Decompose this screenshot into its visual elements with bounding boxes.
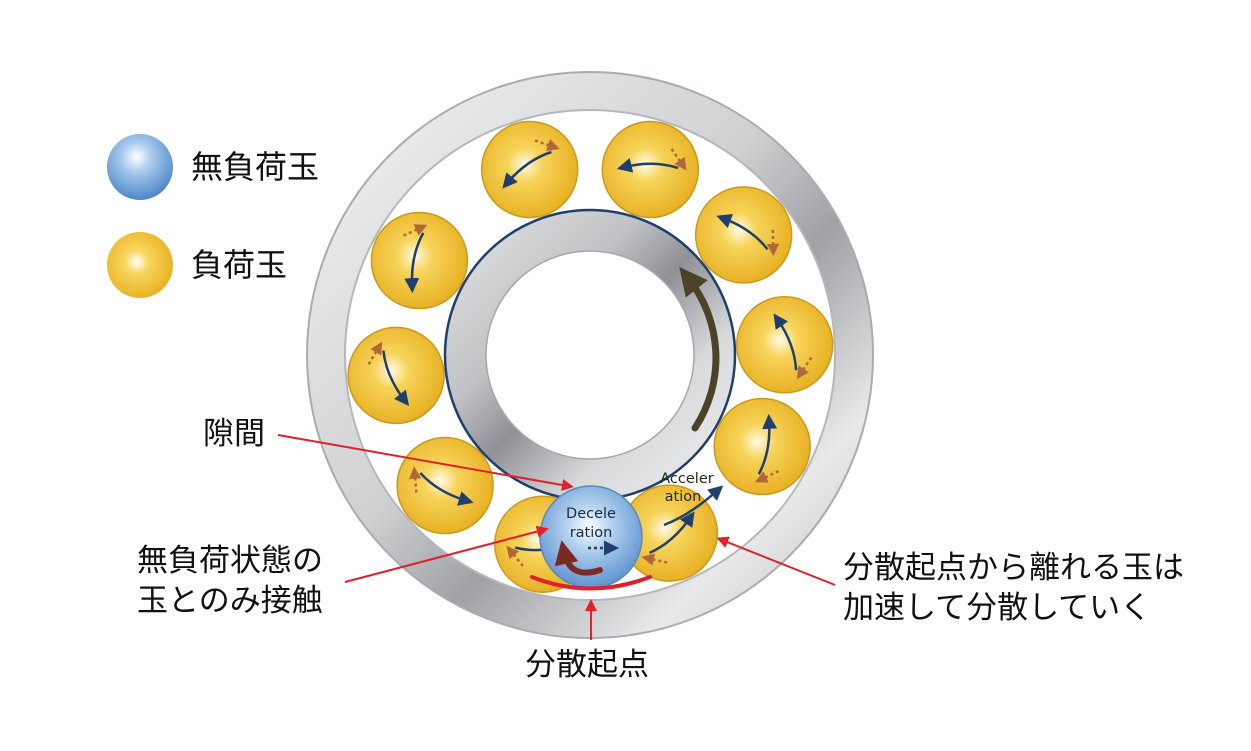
unloaded-contact-label: 無負荷状態の 玉とのみ接触 (137, 543, 323, 619)
acceleration-motion-arrow (663, 485, 724, 527)
callout-lines (277, 434, 836, 640)
gap-leader-line (277, 434, 574, 491)
loaded-ball (396, 436, 494, 535)
leaving-leader-line (716, 536, 836, 586)
dispersion-origin-label: 分散起点 (525, 647, 649, 683)
ball-motion-arrow (757, 413, 778, 475)
loaded-ball (735, 296, 834, 394)
loaded-ball (480, 120, 579, 219)
loaded-ball (347, 326, 445, 425)
dispersion-origin-arc (530, 575, 652, 591)
deceleration-spin-arrow (554, 540, 603, 576)
legend-unloaded-ball-icon (107, 134, 173, 200)
ball-motion-arrow (382, 350, 410, 407)
inner-ring (443, 208, 737, 502)
loaded-ball (601, 120, 700, 219)
loaded-ball (694, 186, 793, 284)
loaded-ball (370, 211, 469, 310)
deceleration-text-line-1: Decele (566, 506, 616, 522)
legend-unloaded-label: 無負荷玉 (191, 148, 320, 186)
ball-motion-arrow (616, 158, 679, 173)
deceleration-text-line-2: ration (570, 525, 613, 541)
legend-loaded-ball-icon (107, 232, 173, 298)
ball-motion-arrow (716, 213, 769, 251)
acceleration-text-line-1: Acceler (660, 471, 713, 487)
acceleration-text-line-2: ation (665, 489, 702, 505)
ball-motion-arrow (502, 150, 552, 189)
leaving-balls-label: 分散起点から離れる玉は 加速して分散していく (843, 550, 1184, 626)
ball-motion-arrow (419, 472, 474, 506)
rolling-balls (347, 120, 834, 593)
legend (107, 134, 173, 298)
loaded-ball (713, 397, 811, 496)
ball-motion-arrow (404, 232, 425, 294)
deceleration-ball-text: Decele ration (566, 506, 616, 541)
acceleration-ball-text: Acceler ation (660, 471, 713, 505)
contact-leader-line (344, 525, 549, 583)
gap-label: 隙間 (203, 416, 265, 452)
inner-ring-rotation-arrow (679, 267, 720, 432)
legend-loaded-label: 負荷玉 (191, 246, 288, 284)
ball-motion-arrow (773, 313, 798, 371)
ball-motion-arrow (649, 511, 695, 555)
